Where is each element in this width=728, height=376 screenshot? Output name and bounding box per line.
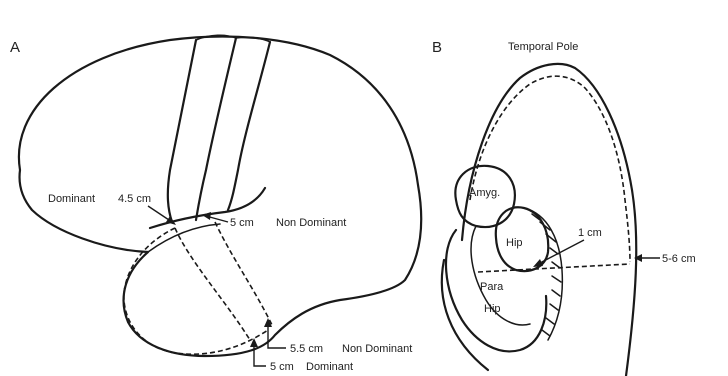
temporal-pole-outline xyxy=(462,64,636,376)
central-gyrus-left-edge xyxy=(168,40,196,222)
central-gyrus-right-edge xyxy=(228,42,270,210)
label-5cm-upper: 5 cm xyxy=(230,217,254,229)
label-para: Para xyxy=(480,281,504,293)
central-gyrus-top-cap xyxy=(196,35,270,42)
pole-inner-dashed xyxy=(470,76,630,262)
ventricle-hatch-edge xyxy=(524,208,562,340)
label-1cm: 1 cm xyxy=(578,227,602,239)
panel-b-letter: B xyxy=(432,39,442,56)
panel-a: A Dominant 4.5 cm 5 cm Non Dominant 5.5 … xyxy=(10,35,421,373)
label-5-6cm: 5-6 cm xyxy=(662,253,696,265)
label-non-dominant-lower: Non Dominant xyxy=(342,343,412,355)
label-temporal-pole: Temporal Pole xyxy=(508,41,578,53)
resection-line-dominant xyxy=(175,228,250,340)
posterior-cut-line xyxy=(478,264,630,272)
label-5-5cm: 5.5 cm xyxy=(290,343,323,355)
label-4-5cm: 4.5 cm xyxy=(118,193,151,205)
label-amyg: Amyg. xyxy=(469,187,500,199)
medial-contour xyxy=(442,260,488,370)
label-5cm-lower: 5 cm xyxy=(270,361,294,373)
arrowhead-1cm xyxy=(533,259,543,267)
label-hip-lower: Hip xyxy=(484,303,501,315)
label-non-dominant-upper: Non Dominant xyxy=(276,217,346,229)
central-gyrus-middle-sulcus xyxy=(196,38,236,220)
label-dominant-lower: Dominant xyxy=(306,361,353,373)
label-dominant: Dominant xyxy=(48,193,95,205)
resection-line-nondominant xyxy=(215,222,272,325)
panel-b: B Temporal Pole Amyg. Hip Para Hip 1 cm … xyxy=(432,39,696,376)
panel-a-letter: A xyxy=(10,39,20,56)
label-hip: Hip xyxy=(506,237,523,249)
